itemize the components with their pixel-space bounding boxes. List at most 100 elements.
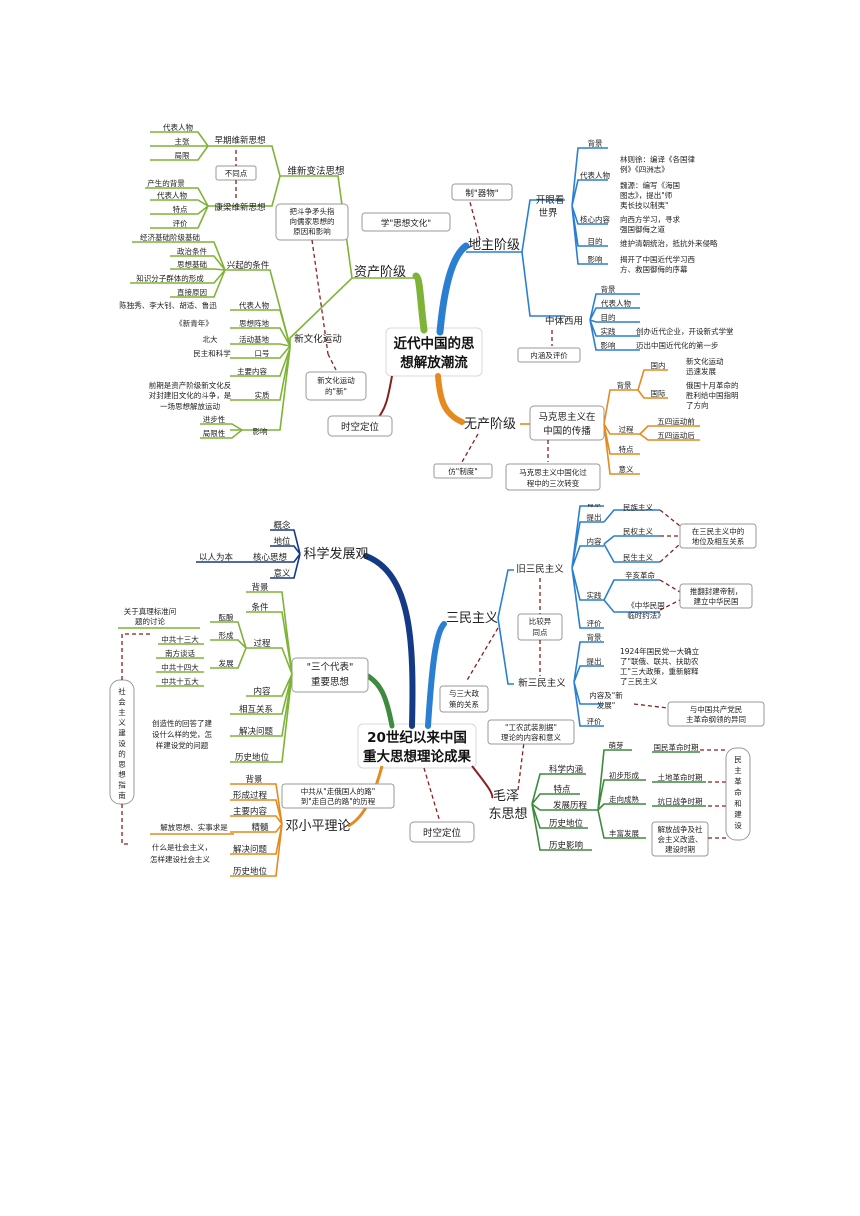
branch-time [377, 375, 393, 419]
old-item-bg: 背景 [587, 504, 602, 508]
proletariat-branch: 无产阶级 马克思主义在 中国的传播 背景 过程 特点 意义 国内 国际 新文化运… [433, 356, 739, 491]
influence-item-2: 局限性 [203, 428, 226, 438]
kl-item-1: 产生的背景 [147, 178, 185, 188]
form-v: 中共十三大 [161, 634, 199, 644]
eyes-impact-2: 方、救国御侮的序幕 [620, 264, 688, 274]
side-guide-text: 社会主义建设的思想指南 [118, 686, 126, 800]
time-node-1: 时空定位 [327, 415, 393, 437]
rise-conditions-label: 兴起的条件 [227, 260, 270, 271]
three-item-5: 相互关系 [239, 704, 273, 715]
rise-item-4: 知识分子群体的形成 [136, 273, 204, 283]
cpc-box-1: 与中国共产党民 [690, 704, 743, 714]
propose-2: 了"联俄、联共、扶助农 [620, 656, 699, 666]
nca-base-key: 思想阵地 [239, 318, 269, 328]
policy-box-1: 与三大政 [449, 688, 479, 698]
rise-item-5: 直接原因 [177, 287, 207, 297]
eyes-core-2: 强国御侮之道 [620, 224, 665, 234]
mao-label-2: 东思想 [488, 806, 527, 822]
kl-reform-label: 康梁维新思想 [214, 202, 266, 213]
practice-box-2: 建立中华民国 [694, 596, 739, 606]
center2-title-2: 重大思想理论成果 [363, 748, 471, 765]
content-box-1: 在三民主义中的 [692, 526, 745, 536]
eyes-rep-3: 魏源：编写《海国 [620, 180, 680, 190]
eyes-rep-1: 林则徐：编译《各国律 [620, 154, 695, 164]
mind-map-20th-century-theory: 20世纪以来中国 重大思想理论成果 科学发展观 概念 地位 核心思想 意义 以人… [109, 504, 765, 877]
bourgeois-note: 学"思想文化" [381, 218, 431, 229]
deng-item-6: 历史地位 [233, 866, 268, 877]
rise-item-3: 思想基础 [177, 259, 207, 269]
zt-item-5: 影响 [601, 340, 616, 350]
content-3: 民生主义 [623, 552, 653, 562]
bourgeois-branch: 资产阶级 维新变法思想 学"思想文化" 把斗争矛头指 向儒家思想的 原因和影响 … [119, 122, 451, 439]
sci-item-3: 核心思想 [253, 552, 288, 563]
three-label-2: 重要思想 [311, 676, 350, 688]
process-1: 五四运动前 [657, 416, 695, 426]
compare-1: 比较异 [529, 616, 552, 626]
nca-center-key: 活动基地 [239, 334, 269, 344]
branch-three [365, 673, 395, 729]
three-solve-3: 样建设党的问题 [156, 740, 209, 750]
stage-4-v-2: 会主义改造、 [658, 834, 703, 844]
eyes-aim: 目的 [588, 236, 603, 246]
nca-essence-key: 实质 [255, 390, 270, 400]
old-sanmin-label: 旧三民主义 [516, 563, 564, 575]
mao-item-3: 发展历程 [553, 800, 588, 811]
ferment-v-2: 题的讨论 [135, 616, 165, 626]
nca-slogan-val: 民主和科学 [193, 348, 231, 358]
nca-rep-key: 代表人物 [239, 300, 269, 310]
stage-4-v-3: 建设时期 [665, 844, 695, 854]
theory-box-1: "工农武装割据" [505, 722, 557, 732]
mao-item-2: 特点 [553, 784, 571, 795]
intl-v-3: 了方向 [686, 400, 709, 410]
center-title-1: 近代中国的思 [394, 335, 475, 352]
mao-branch: 毛泽 东思想 科学内涵 特点 发展历程 历史地位 历史影响 萌芽 初步形成 走向… [487, 719, 751, 857]
center2-title-1: 20世纪以来中国 [367, 729, 467, 746]
early-item-2: 主张 [175, 136, 190, 146]
propose-4: 了三民主义 [620, 676, 658, 686]
marx-meaning: 意义 [619, 464, 634, 474]
marx-bg: 背景 [617, 380, 632, 390]
deng-item-2: 形成过程 [233, 790, 268, 801]
process-2: 五四运动后 [657, 430, 695, 440]
stage-3-k: 走向成熟 [609, 794, 639, 804]
stage-2-v: 土地革命时期 [658, 772, 703, 782]
develop-v-3: 中共十五大 [161, 676, 199, 686]
path-box-2: 到"走自己的路"的历程 [301, 796, 376, 806]
stage-4-v-1: 解放战争及社 [658, 824, 703, 834]
nca-content-label: 主要内容 [237, 366, 267, 376]
new-box-2: 的"新" [325, 386, 347, 396]
nca-essence-2: 对封建旧文化的斗争，是 [149, 390, 232, 400]
branch-landlord [436, 242, 470, 336]
sci-item-2: 地位 [273, 536, 291, 547]
new-sanmin-label: 新三民主义 [518, 677, 566, 689]
marx-domestic: 国内 [651, 360, 666, 370]
nca-center-val: 北大 [203, 334, 218, 344]
three-solve-1: 创造性的回答了建 [152, 718, 212, 728]
sci-branch: 科学发展观 概念 地位 核心思想 意义 以人为本 [196, 520, 369, 579]
eyes-impact-1: 揭开了中国近代学习西 [620, 254, 695, 264]
eyes-bg: 背景 [588, 138, 603, 148]
propose-1: 1924年国民党一大确立 [620, 646, 700, 656]
zt-note: 内涵及评价 [530, 350, 568, 360]
eyes-reps: 代表人物 [580, 170, 610, 180]
marx-feature: 特点 [619, 444, 634, 454]
stage-2-k: 初步形成 [609, 770, 639, 780]
develop-v-2: 中共十四大 [161, 662, 199, 672]
early-reform-label: 早期维新思想 [214, 135, 266, 146]
practice-box-1: 推翻封建帝制， [690, 586, 743, 596]
reform-box-1: 把斗争矛头指 [290, 206, 335, 216]
cpc-box-2: 主革命纲领的异同 [686, 714, 746, 724]
domestic-v-1: 新文化运动 [686, 356, 724, 366]
three-item-2: 条件 [251, 602, 269, 613]
reform-box-3: 原因和影响 [293, 226, 331, 236]
marx-intl: 国际 [651, 389, 666, 398]
eyes-label-2: 世界 [538, 207, 558, 219]
early-item-3: 局限 [175, 151, 190, 160]
zt-item-4: 实践 [601, 326, 616, 336]
nca-label: 新文化运动 [294, 333, 342, 345]
kl-item-3: 特点 [173, 204, 188, 214]
three-item-7: 历史地位 [235, 752, 270, 763]
landlord-branch: 地主阶级 制"器物" 开眼看 世界 背景 代表人物 核心内容 目的 影响 林则徐… [451, 138, 734, 363]
eyes-label-1: 开眼看 [536, 194, 565, 206]
nca-base-val: 《新青年》 [175, 318, 213, 328]
